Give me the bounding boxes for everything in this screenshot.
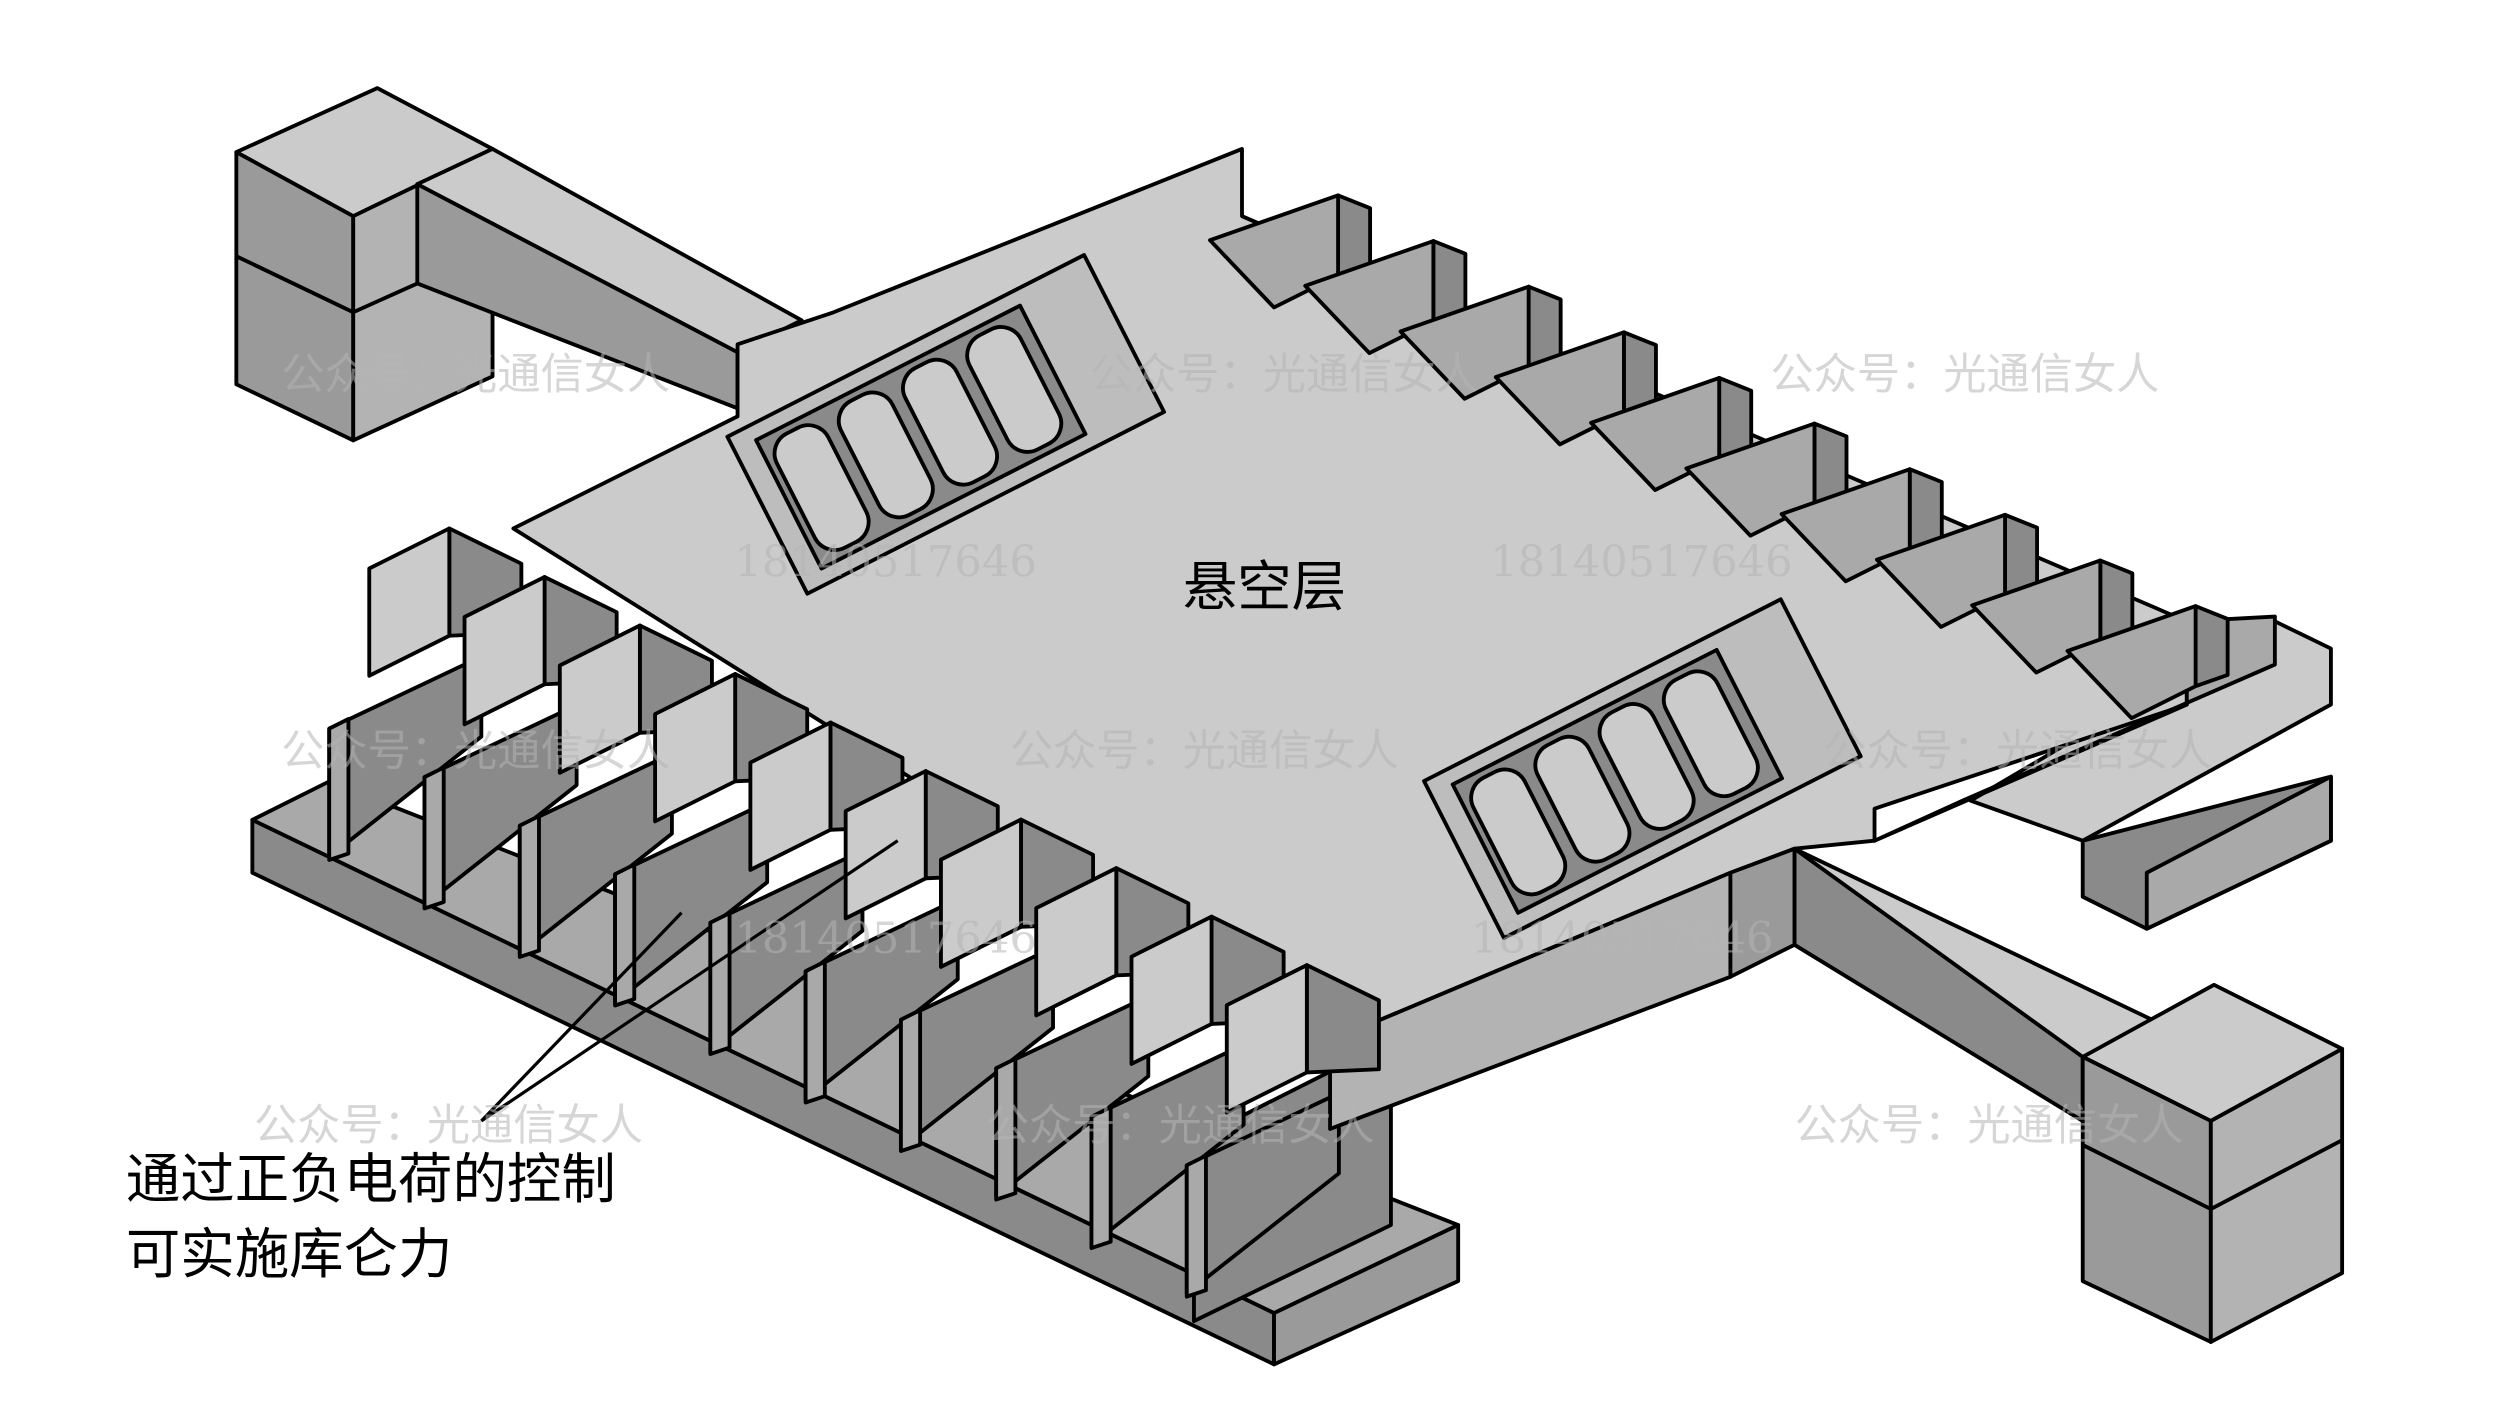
moving-finger-front xyxy=(557,623,642,775)
suspended-layer-label: 悬空层 xyxy=(1183,554,1346,618)
right-moving-finger xyxy=(2065,604,2198,721)
watermark-account: 公众号：光通信女人 xyxy=(1010,726,1399,776)
fixed-finger-front xyxy=(613,862,637,1008)
fixed-finger-front xyxy=(803,959,827,1105)
watermark-account: 公众号：光通信女人 xyxy=(1823,726,2212,776)
fixed-finger-front xyxy=(898,1008,923,1153)
fixed-fingers-left xyxy=(327,654,1341,1299)
moving-finger-front xyxy=(462,575,547,727)
anchor-bottom-right xyxy=(2080,982,2345,1344)
watermark-phone: 18140517646 xyxy=(1471,914,1773,964)
watermark-phone: 18140517646 xyxy=(734,537,1036,587)
moving-finger-front xyxy=(1224,963,1309,1115)
watermark-account: 公众号：光通信女人 xyxy=(1794,1101,2183,1151)
fixed-finger-front xyxy=(517,814,541,959)
watermark-account: 公众号：光通信女人 xyxy=(281,726,670,776)
watermark-phone: 18140517646 xyxy=(734,914,1036,964)
annotation-pointer-lines xyxy=(480,839,899,1123)
spring-top xyxy=(725,253,1167,596)
fixed-finger-front xyxy=(994,1056,1018,1202)
fixed-finger-front xyxy=(1184,1153,1208,1299)
moving-fingers-left xyxy=(367,526,1381,1115)
moving-finger-front xyxy=(939,817,1023,969)
watermark-account: 公众号：光通信女人 xyxy=(1770,350,2159,400)
annotation-line-2: 可实施库仑力 xyxy=(126,1222,453,1286)
moving-finger-front xyxy=(843,769,928,921)
fingers-right xyxy=(1208,193,2230,721)
moving-finger-front xyxy=(748,720,833,872)
watermark-phone: 18140517646 xyxy=(1490,537,1792,587)
fixed-finger-front xyxy=(327,717,351,862)
watermark-account: 公众号：光通信女人 xyxy=(254,1101,643,1151)
annotation-line-1: 通过正负电荷的控制 xyxy=(126,1147,616,1211)
fixed-finger-front xyxy=(422,765,446,911)
watermark-account: 公众号：光通信女人 xyxy=(986,1101,1375,1151)
watermark-account: 公众号：光通信女人 xyxy=(1090,350,1479,400)
moving-finger-front xyxy=(653,672,738,824)
fixed-finger-front xyxy=(1089,1105,1113,1251)
moving-finger-front xyxy=(367,526,452,678)
spring-bottom xyxy=(1422,597,1863,940)
watermark-account: 公众号：光通信女人 xyxy=(281,350,670,400)
moving-finger-front xyxy=(1129,914,1214,1066)
fixed-finger-front xyxy=(708,911,732,1056)
moving-finger-front xyxy=(1034,866,1119,1018)
right-fixed-finger xyxy=(2193,604,2230,689)
